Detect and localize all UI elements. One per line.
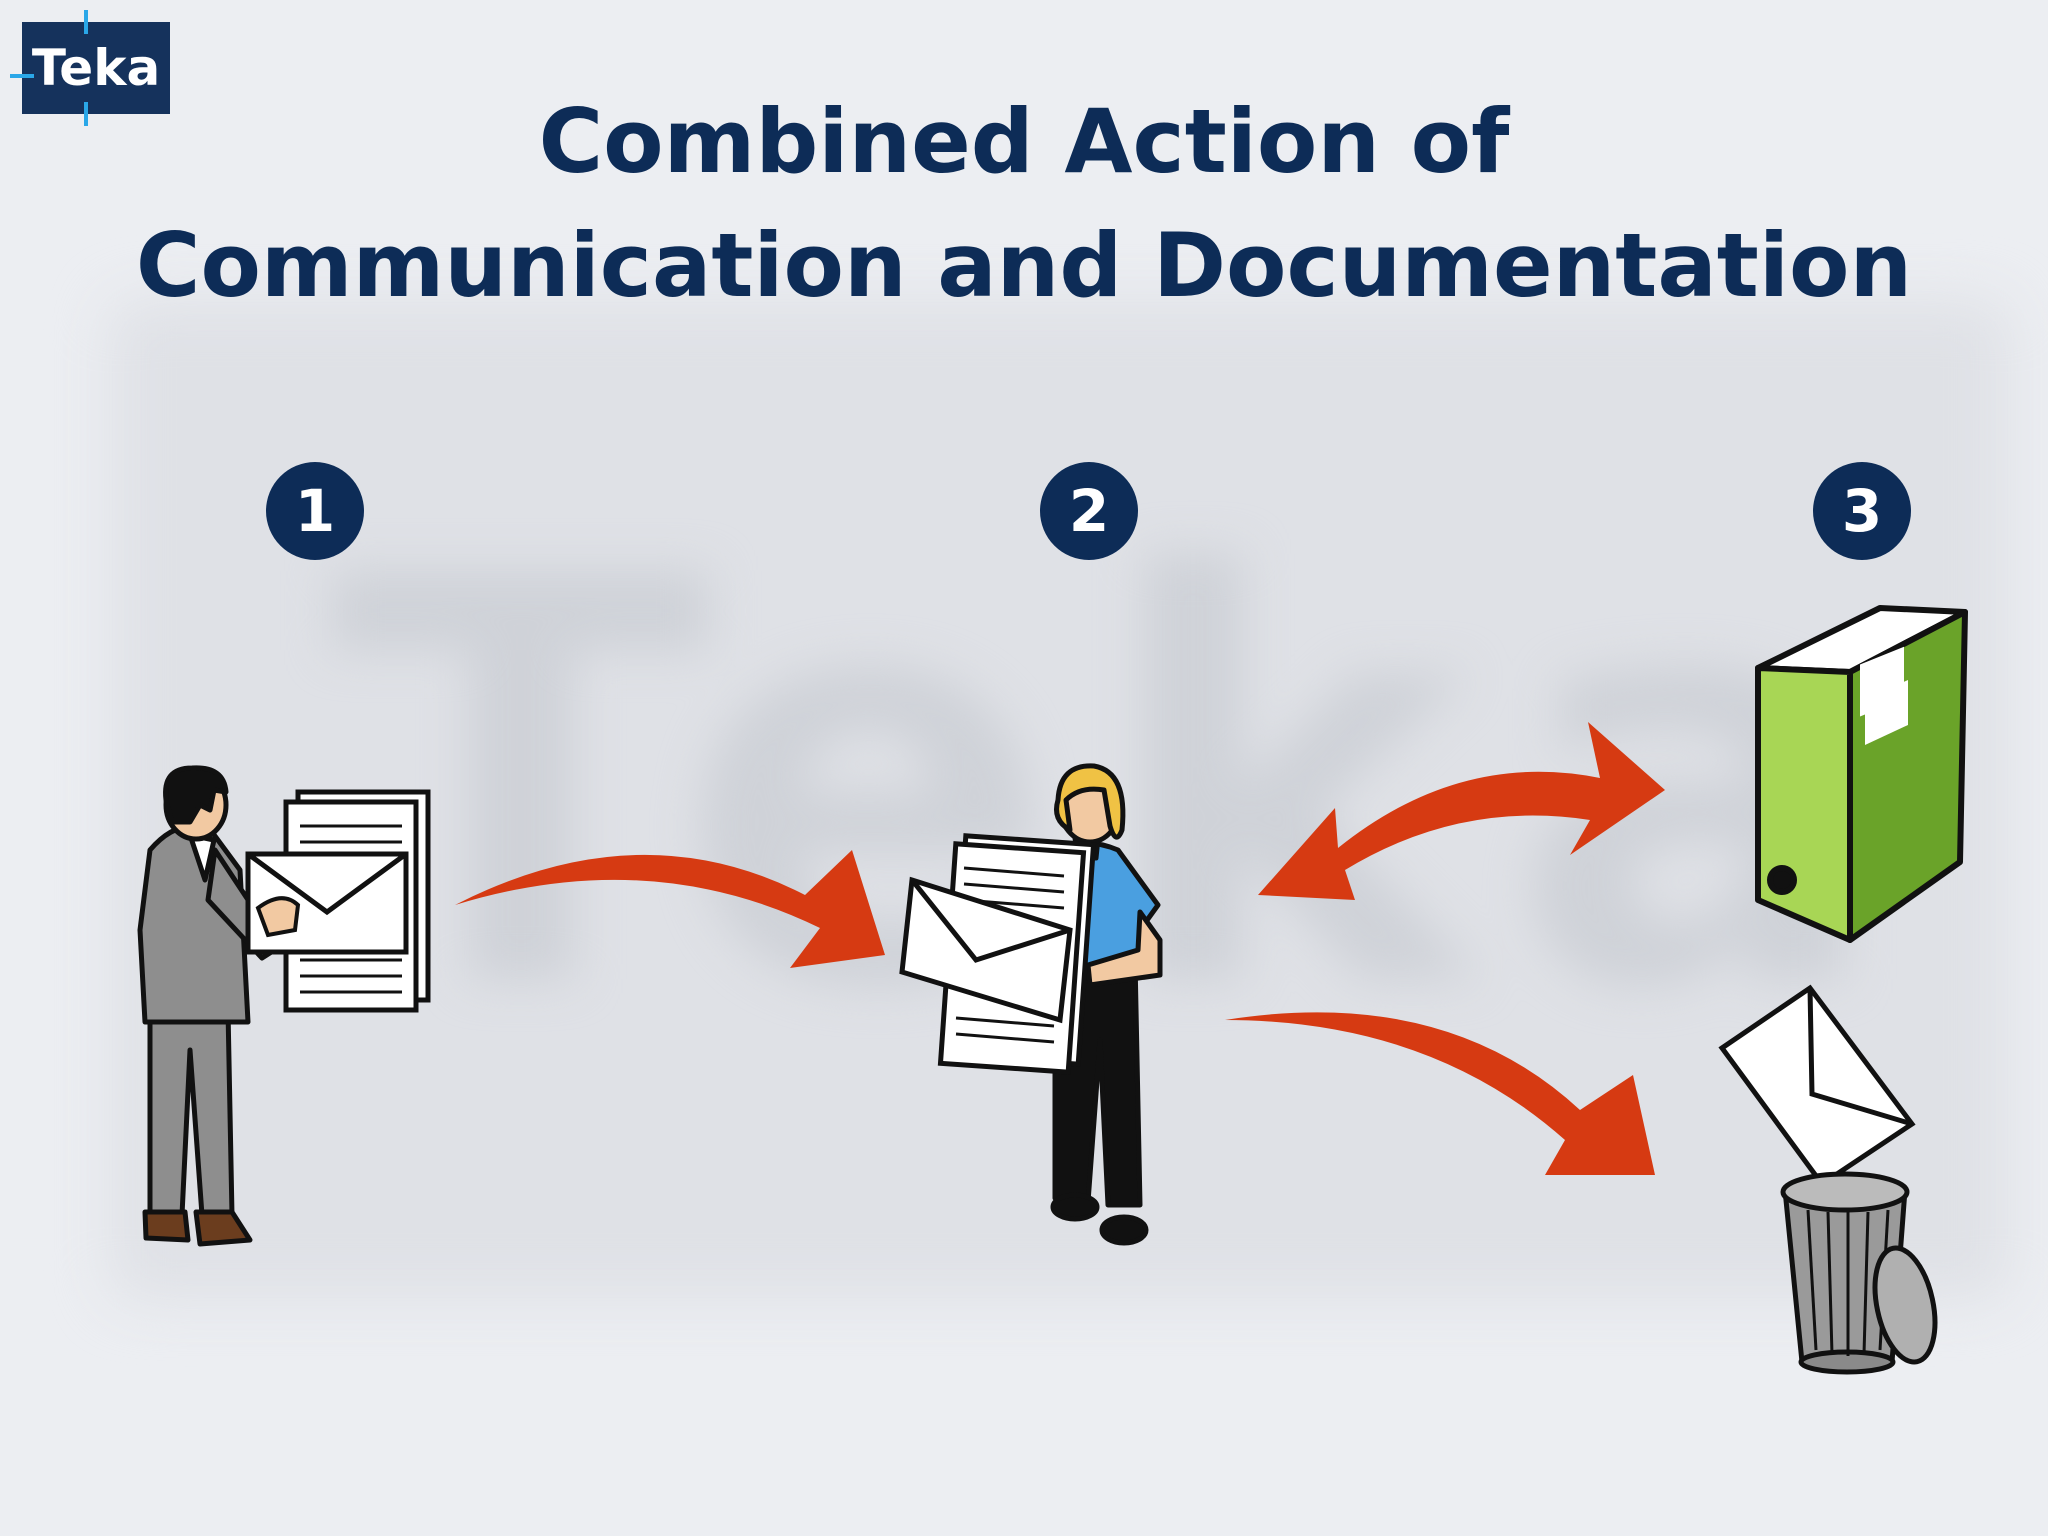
teka-logo: Teka: [10, 10, 170, 126]
arrow-double: [1258, 722, 1665, 900]
envelope-icon: [899, 876, 1073, 1024]
step-badge-2: 2: [1040, 462, 1138, 560]
trash-can-icon: [1780, 1171, 1938, 1375]
step-badge-3: 3: [1813, 462, 1911, 560]
green-binder-icon: [1755, 605, 1968, 943]
slide-title: Combined Action of Communication and Doc…: [0, 80, 2048, 328]
arrow-forward-1: [455, 850, 885, 968]
step-number-3: 3: [1841, 477, 1883, 545]
step-number-1: 1: [294, 477, 336, 545]
step-number-2: 2: [1068, 477, 1110, 545]
envelope-icon: [1718, 984, 1916, 1188]
title-line-2: Communication and Documentation: [135, 214, 1913, 317]
step-badge-1: 1: [266, 462, 364, 560]
arrow-to-trash: [1225, 1012, 1655, 1175]
title-line-1: Combined Action of: [538, 90, 1510, 193]
businessman-icon: [137, 765, 301, 1247]
logo-text: Teka: [31, 39, 161, 97]
